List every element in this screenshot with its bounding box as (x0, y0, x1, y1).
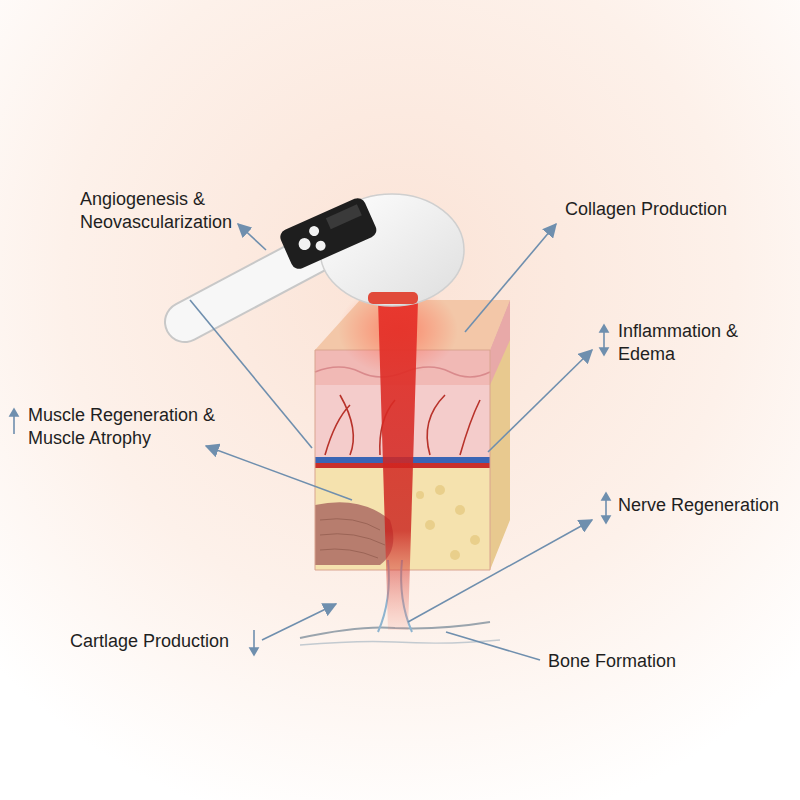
callout-label: Muscle Regeneration & Muscle Atrophy (28, 404, 240, 450)
light-beam (378, 300, 418, 630)
change-indicators (10, 325, 610, 655)
callout-label: Collagen Production (565, 198, 790, 221)
leader-lines (190, 224, 592, 660)
callout-label: Cartlage Production (70, 630, 248, 653)
callout-label: Nerve Regeneration (618, 494, 796, 517)
callout-label: Inflammation & Edema (618, 320, 758, 366)
callout-label: Angiogenesis & Neovascularization (80, 188, 258, 234)
callout-label: Bone Formation (548, 650, 708, 673)
